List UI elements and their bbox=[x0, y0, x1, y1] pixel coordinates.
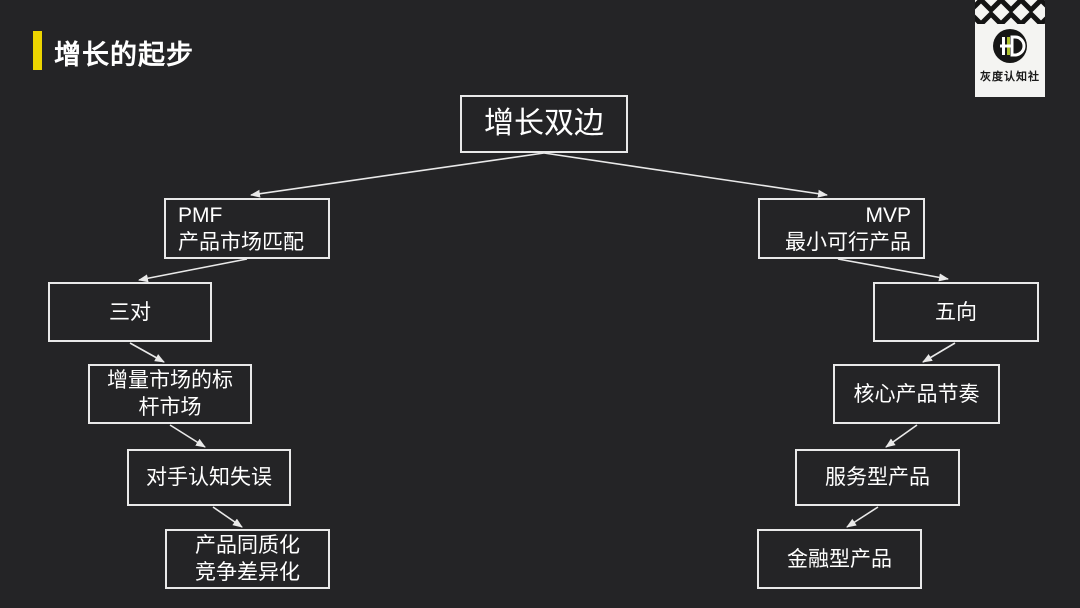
node-service-product: 服务型产品 bbox=[795, 449, 960, 506]
node-competitor-misjudgment-label: 对手认知失误 bbox=[146, 466, 272, 489]
node-service-product-label: 服务型产品 bbox=[825, 466, 930, 489]
brand-name: 灰度认知社 bbox=[980, 71, 1040, 83]
node-core-product-rhythm-label: 核心产品节奏 bbox=[853, 382, 980, 406]
page-title: 增长的起步 bbox=[54, 40, 194, 70]
node-mvp: MVP 最小可行产品 bbox=[758, 198, 925, 259]
node-benchmark-market-line1: 增量市场的标 bbox=[107, 369, 233, 392]
node-growth-bilateral-label: 增长双边 bbox=[484, 107, 604, 140]
node-mvp-line1: MVP bbox=[865, 203, 911, 227]
node-pmf-line2: 产品市场匹配 bbox=[178, 230, 304, 254]
node-core-product-rhythm: 核心产品节奏 bbox=[833, 364, 1000, 424]
chevron-pattern-icon bbox=[975, 0, 1045, 24]
node-financial-product-label: 金融型产品 bbox=[787, 547, 892, 571]
hd-monogram-icon bbox=[993, 29, 1027, 63]
node-growth-bilateral: 增长双边 bbox=[460, 95, 628, 153]
title-accent-bar bbox=[33, 31, 42, 70]
node-benchmark-market: 增量市场的标 杆市场 bbox=[88, 364, 252, 424]
node-pmf-line1: PMF bbox=[178, 203, 223, 227]
node-homogenization-line2: 竞争差异化 bbox=[195, 561, 300, 584]
node-competitor-misjudgment: 对手认知失误 bbox=[127, 449, 291, 506]
node-five-directions: 五向 bbox=[873, 282, 1039, 342]
node-financial-product: 金融型产品 bbox=[757, 529, 922, 589]
brand-logo: 灰度认知社 bbox=[975, 0, 1045, 97]
node-homogenization-line1: 产品同质化 bbox=[195, 534, 300, 557]
node-five-directions-label: 五向 bbox=[935, 300, 977, 324]
node-homogenization-differentiation: 产品同质化 竞争差异化 bbox=[165, 529, 330, 589]
node-three-pairs-label: 三对 bbox=[109, 300, 151, 324]
node-pmf: PMF 产品市场匹配 bbox=[164, 198, 330, 259]
node-mvp-line2: 最小可行产品 bbox=[785, 230, 911, 254]
node-three-pairs: 三对 bbox=[48, 282, 212, 342]
node-benchmark-market-line2: 杆市场 bbox=[138, 396, 202, 419]
